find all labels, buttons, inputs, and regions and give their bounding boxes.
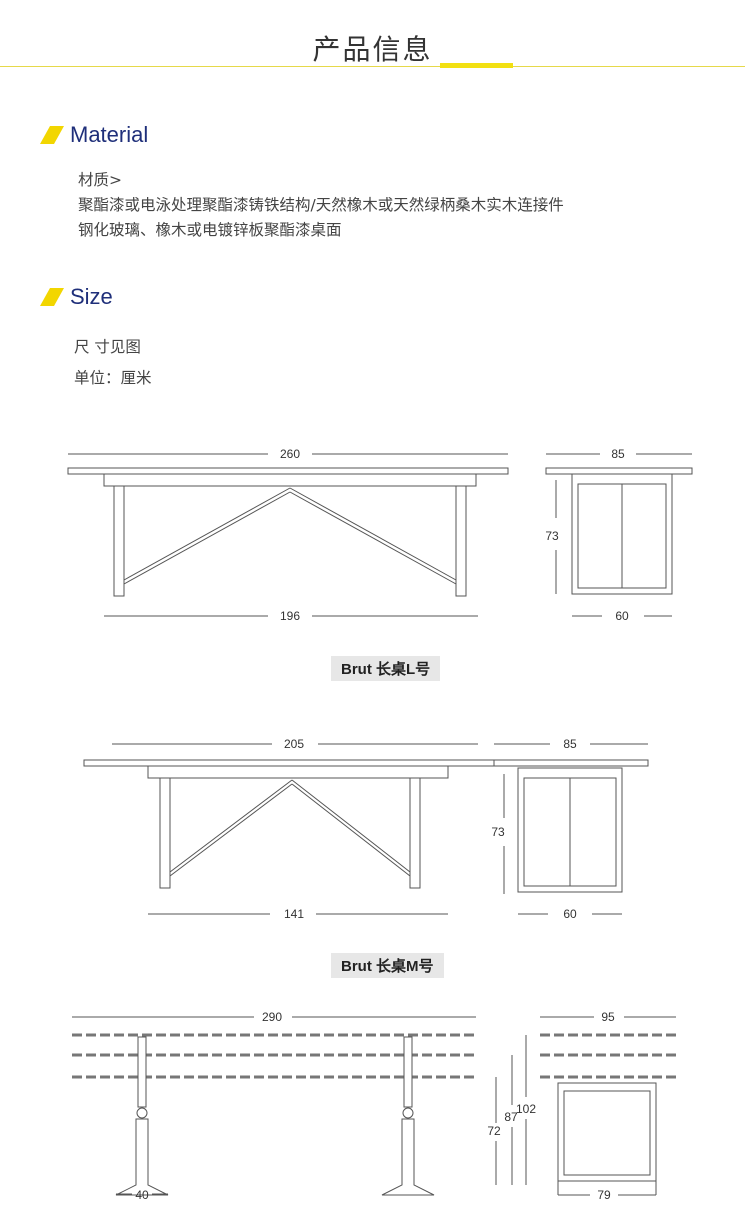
- adjustable-base-depth: 79: [597, 1188, 611, 1202]
- adjustable-height-high: 102: [516, 1102, 536, 1116]
- medium-base-depth: 60: [563, 907, 577, 921]
- medium-top-length: 205: [284, 737, 304, 751]
- size-line-1: 尺 寸见图: [74, 338, 141, 356]
- large-height: 73: [545, 529, 559, 543]
- medium-table-drawing: 205 141 85 73 60: [83, 737, 649, 921]
- large-caption: Brut 长桌L号: [331, 656, 441, 681]
- size-heading: Size: [40, 282, 113, 312]
- medium-depth: 85: [563, 737, 577, 751]
- material-line-1: 聚酯漆或电泳处理聚酯漆铸铁结构/天然橡木或天然绿柄桑木实木连接件: [78, 196, 564, 214]
- header-accent-bar: [440, 63, 513, 68]
- material-label: 材质>: [78, 171, 122, 189]
- header-divider: [0, 66, 745, 67]
- material-title: Material: [70, 122, 149, 147]
- adjustable-height-low: 72: [487, 1124, 501, 1138]
- slash-icon: [40, 124, 64, 146]
- page-title: 产品信息: [312, 33, 433, 66]
- size-text: 尺 寸见图 单位：厘米: [74, 332, 152, 394]
- large-base-depth: 60: [615, 609, 629, 623]
- adjustable-foot-width: 40: [135, 1188, 149, 1202]
- slash-icon: [40, 286, 64, 308]
- material-text: 材质> 聚酯漆或电泳处理聚酯漆铸铁结构/天然橡木或天然绿柄桑木实木连接件 钢化玻…: [78, 168, 564, 243]
- size-title: Size: [70, 284, 113, 309]
- medium-caption: Brut 长桌M号: [331, 953, 444, 978]
- large-depth: 85: [611, 447, 625, 461]
- large-table-drawing: 260 196 85 73 60: [67, 447, 693, 623]
- adjustable-top-length: 290: [262, 1010, 282, 1024]
- adjustable-depth: 95: [601, 1010, 615, 1024]
- medium-height: 73: [491, 825, 505, 839]
- adjustable-height-mid: 87: [504, 1110, 518, 1124]
- adjustable-table-drawing: 290 40 95 72 87 102 79: [72, 1010, 676, 1202]
- material-line-2: 钢化玻璃、橡木或电镀锌板聚酯漆桌面: [78, 221, 342, 239]
- size-line-2: 单位：厘米: [74, 369, 152, 387]
- large-base-length: 196: [280, 609, 300, 623]
- material-heading: Material: [40, 120, 148, 150]
- large-top-length: 260: [280, 447, 300, 461]
- medium-base-length: 141: [284, 907, 304, 921]
